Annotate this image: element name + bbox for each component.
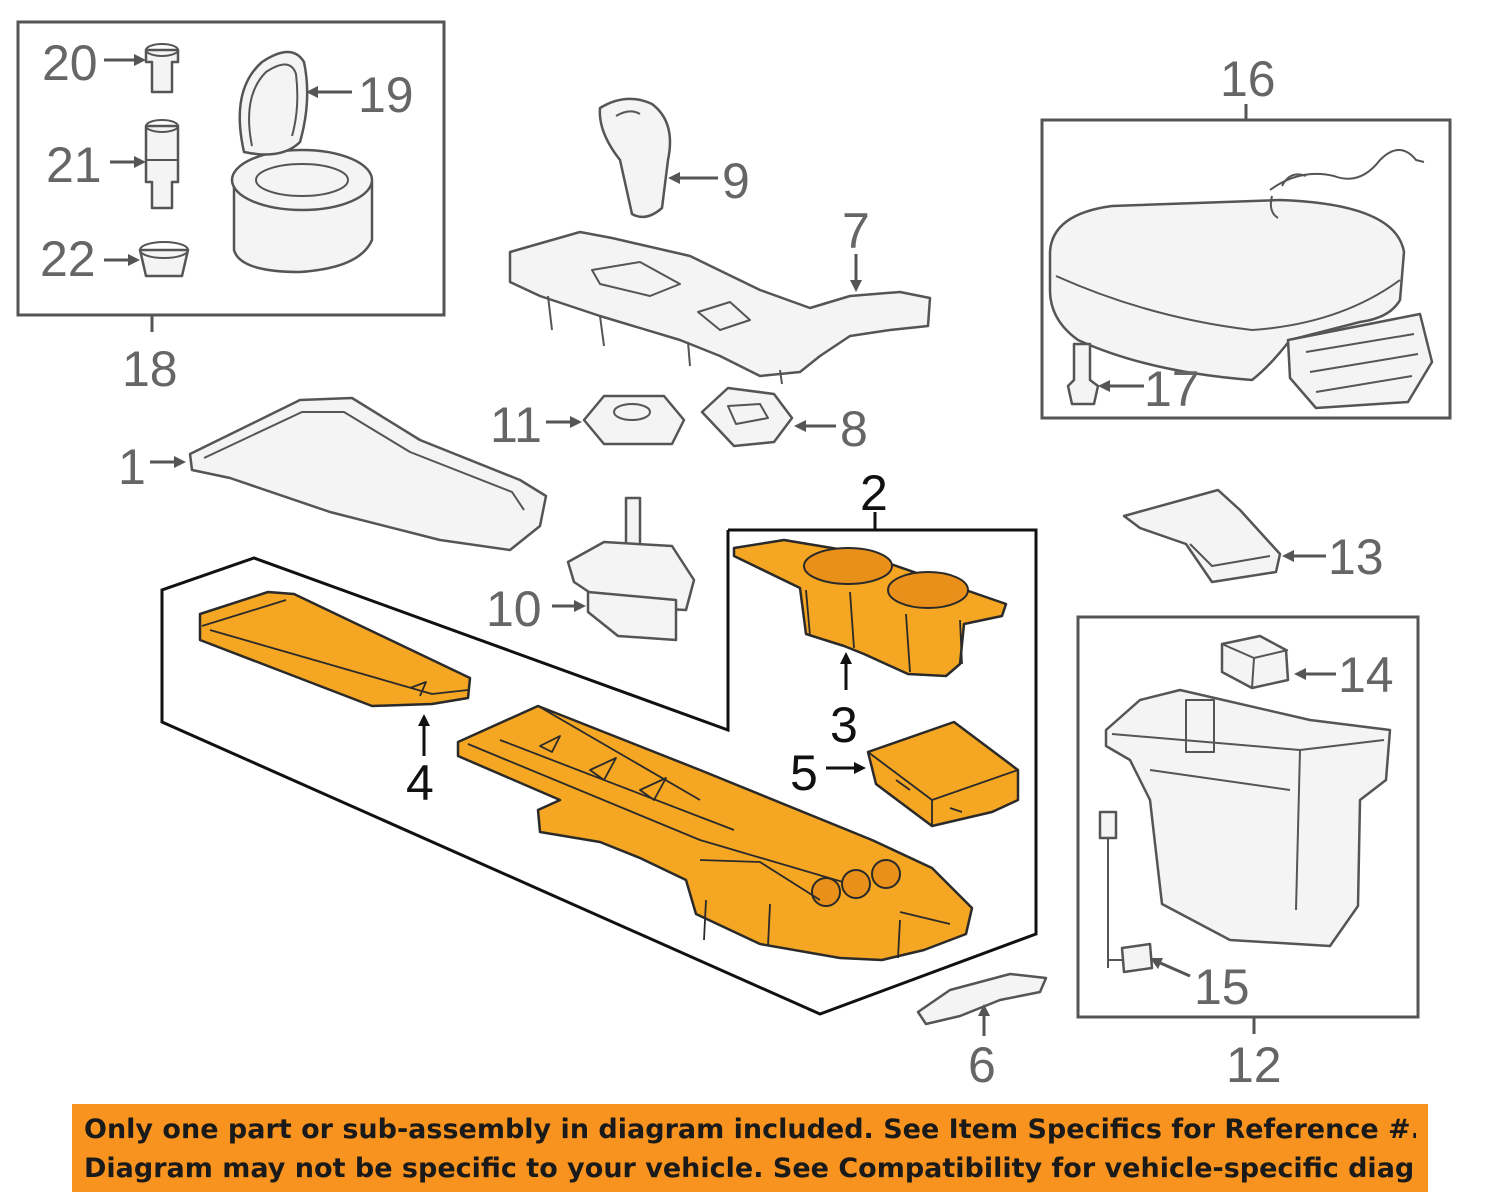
callout-10: 10 xyxy=(486,581,542,637)
callout-22: 22 xyxy=(40,231,96,287)
part-8-bracket xyxy=(700,386,794,448)
part-9-shift-knob xyxy=(598,97,672,219)
part-20-plug xyxy=(144,43,180,94)
group-box-2 xyxy=(160,512,1038,1016)
group-box-18 xyxy=(16,20,446,332)
callout-16: 16 xyxy=(1220,51,1276,107)
callout-8: 8 xyxy=(840,401,868,457)
callout-11: 11 xyxy=(490,397,542,453)
callout-12: 12 xyxy=(1226,1037,1282,1093)
group-box-16 xyxy=(1040,104,1452,420)
part-1-side-panel xyxy=(188,396,548,552)
part-12-storage-bin xyxy=(1104,688,1392,948)
callout-7: 7 xyxy=(842,203,870,259)
part-3-cup-holder[interactable] xyxy=(732,538,1008,678)
part-10-shifter xyxy=(566,496,696,642)
callout-14: 14 xyxy=(1338,647,1394,703)
disclaimer-line-2: Diagram may not be specific to your vehi… xyxy=(84,1153,1416,1184)
leader-lines xyxy=(104,54,1336,1036)
part-11-bezel xyxy=(582,394,686,446)
part-21-socket xyxy=(144,119,180,210)
part-16-armrest xyxy=(1048,149,1434,410)
callout-2: 2 xyxy=(860,465,888,521)
part-13-cover xyxy=(1122,488,1282,584)
disclaimer-banner: Only one part or sub-assembly in diagram… xyxy=(72,1104,1428,1192)
callout-18: 18 xyxy=(122,341,178,397)
callout-3: 3 xyxy=(830,697,858,753)
callout-5: 5 xyxy=(790,745,818,801)
callout-6: 6 xyxy=(968,1037,996,1093)
callout-4: 4 xyxy=(406,755,434,811)
part-4-insert[interactable] xyxy=(198,590,472,708)
disclaimer-line-1: Only one part or sub-assembly in diagram… xyxy=(84,1114,1416,1145)
callout-20: 20 xyxy=(42,35,98,91)
callout-21: 21 xyxy=(46,137,102,193)
callout-13: 13 xyxy=(1328,529,1384,585)
part-19-ash-cup xyxy=(230,50,374,274)
callout-17: 17 xyxy=(1144,361,1200,417)
callout-labels: 20 19 21 22 18 9 7 11 8 1 10 16 17 13 14… xyxy=(40,35,1394,1093)
callout-15: 15 xyxy=(1194,959,1250,1015)
callout-19: 19 xyxy=(358,67,414,123)
part-7-trim-plate xyxy=(508,230,932,385)
part-6-trim xyxy=(916,972,1048,1026)
callout-1: 1 xyxy=(118,439,146,495)
part-2-console-base[interactable] xyxy=(456,704,974,962)
part-17-pin xyxy=(1066,342,1100,406)
part-15-harness xyxy=(1098,810,1154,974)
part-22-retainer xyxy=(138,241,190,278)
callout-9: 9 xyxy=(722,153,750,209)
group-box-12 xyxy=(1076,615,1420,1034)
part-5-tray[interactable] xyxy=(866,720,1020,828)
part-14-connector xyxy=(1220,634,1290,690)
